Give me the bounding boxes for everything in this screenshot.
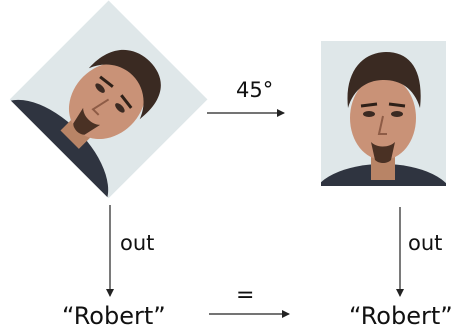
right-out-label: out xyxy=(408,231,443,255)
right-output-value: “Robert” xyxy=(349,302,453,330)
left-output-value: “Robert” xyxy=(62,302,166,330)
equality-label: = xyxy=(236,283,255,308)
rotation-angle-label: 45° xyxy=(236,78,274,102)
left-out-label: out xyxy=(120,231,155,255)
left-rotated-portrait xyxy=(9,0,208,199)
right-upright-portrait xyxy=(321,41,446,186)
